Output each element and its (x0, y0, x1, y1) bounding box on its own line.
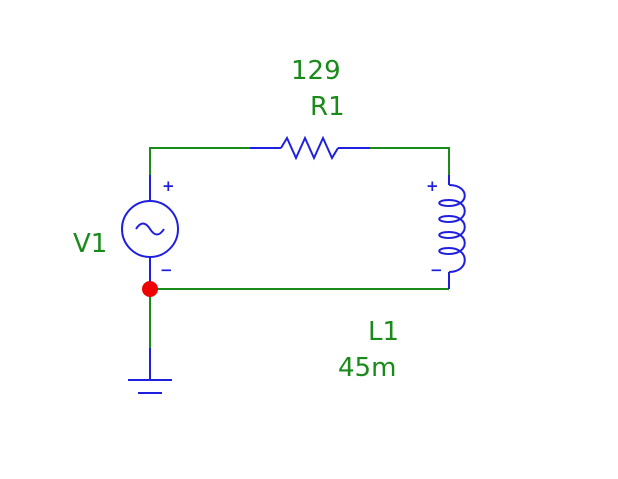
v1-positive-pin-label: + (162, 177, 175, 195)
l1-value-label: 45m (338, 353, 396, 383)
l1-positive-pin-label: + (426, 177, 439, 195)
l1-negative-pin-label: − (430, 261, 443, 279)
r1-name-label: R1 (310, 92, 345, 122)
v1-negative-pin-label: − (160, 261, 173, 279)
wire-top-right[interactable] (370, 147, 450, 175)
voltage-source-v1[interactable] (121, 175, 179, 289)
resistor-r1[interactable] (250, 135, 370, 161)
inductor-l1[interactable] (438, 175, 466, 289)
node-junction[interactable] (142, 281, 158, 297)
ground-symbol[interactable] (128, 348, 172, 394)
v1-name-label: V1 (73, 229, 107, 259)
wire-top-left[interactable] (149, 147, 250, 175)
r1-value-label: 129 (291, 56, 341, 86)
l1-name-label: L1 (368, 317, 399, 347)
